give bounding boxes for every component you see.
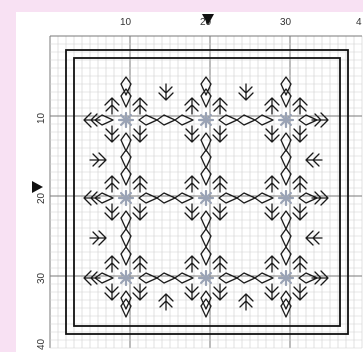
top-tick-label-10: 10 (120, 17, 132, 28)
star-motif (119, 113, 133, 127)
star-motif (199, 191, 213, 205)
star-motif (119, 191, 133, 205)
left-tick-label-10: 10 (36, 112, 47, 124)
left-center-marker-icon (32, 181, 43, 193)
star-motif (279, 191, 293, 205)
left-tick-label-40: 40 (36, 338, 47, 350)
left-tick-label-30: 30 (36, 272, 47, 284)
left-tick-label-20: 20 (36, 192, 47, 204)
star-motif (119, 271, 133, 285)
pattern-chart: 10 20 30 4 10 20 30 40 (16, 12, 363, 352)
top-tick-label-40: 4 (356, 17, 362, 28)
star-motif (279, 271, 293, 285)
star-motif (199, 113, 213, 127)
star-motif (279, 113, 293, 127)
top-tick-label-30: 30 (280, 17, 292, 28)
star-motif (199, 271, 213, 285)
pattern-panel: 10 20 30 4 10 20 30 40 (16, 12, 363, 352)
